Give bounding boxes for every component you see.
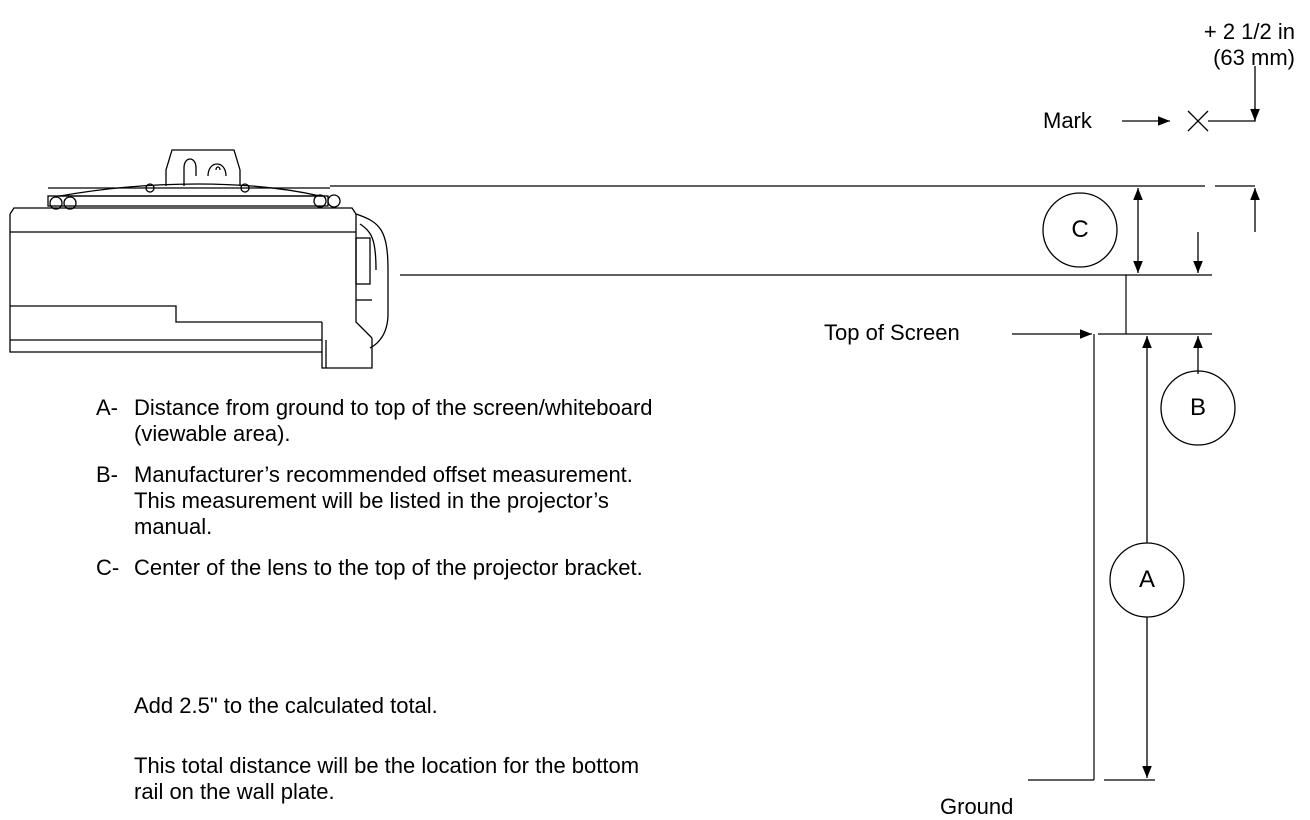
dimension-c bbox=[1042, 188, 1260, 273]
legend-key-a: A- bbox=[96, 395, 118, 420]
legend: A- Distance from ground to top of the sc… bbox=[96, 395, 734, 596]
offset-label: + 2 1/2 in (63 mm) bbox=[1180, 19, 1295, 71]
offset-arrow bbox=[1208, 66, 1260, 122]
top-of-screen-label: Top of Screen bbox=[824, 320, 960, 345]
dimension-a-label: A bbox=[1138, 566, 1155, 593]
legend-text-b: Manufacturer’s recommended offset measur… bbox=[134, 462, 633, 539]
dimension-a bbox=[1109, 336, 1185, 778]
add-total-note: Add 2.5" to the calculated total. bbox=[134, 693, 438, 718]
dimension-b-label: B bbox=[1189, 394, 1206, 421]
mark-label: Mark bbox=[1043, 108, 1092, 133]
mark-cross bbox=[1187, 110, 1209, 132]
dimension-b bbox=[1160, 336, 1236, 446]
offset-inches: + 2 1/2 in bbox=[1203, 19, 1295, 44]
offset-mm: (63 mm) bbox=[1213, 45, 1295, 70]
legend-key-c: C- bbox=[96, 555, 120, 580]
legend-item-b: B- Manufacturer’s recommended offset mea… bbox=[96, 462, 734, 540]
legend-text-c: Center of the lens to the top of the pro… bbox=[134, 555, 643, 580]
legend-item-c: C- Center of the lens to the top of the … bbox=[96, 555, 734, 581]
ground-label: Ground bbox=[940, 794, 1014, 819]
legend-item-a: A- Distance from ground to top of the sc… bbox=[96, 395, 734, 447]
reference-lines bbox=[330, 185, 1255, 781]
projector-illustration bbox=[9, 149, 389, 369]
legend-key-b: B- bbox=[96, 462, 118, 487]
dimension-c-label: C bbox=[1071, 216, 1089, 243]
legend-text-a: Distance from ground to top of the scree… bbox=[134, 395, 653, 446]
total-distance-note: This total distance will be the location… bbox=[134, 753, 640, 804]
